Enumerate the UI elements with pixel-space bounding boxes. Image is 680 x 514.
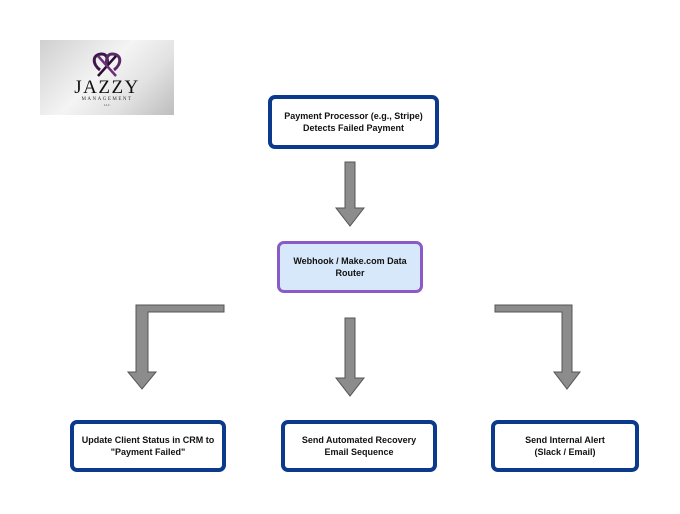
update-crm-node: Update Client Status in CRM to "Payment … (70, 420, 226, 472)
company-logo: JAZZY MANAGEMENT LLC (40, 40, 174, 115)
arrow-router-to-alert (494, 304, 582, 390)
logo-title: JAZZY (74, 77, 140, 98)
logo-emblem-icon (92, 52, 122, 77)
payment-processor-node: Payment Processor (e.g., Stripe) Detects… (268, 95, 439, 149)
internal-alert-label: Send Internal Alert (Slack / Email) (525, 434, 605, 457)
logo-suffix: LLC (103, 103, 111, 107)
internal-alert-node: Send Internal Alert (Slack / Email) (491, 420, 639, 472)
arrow-processor-to-router (334, 161, 366, 227)
payment-processor-label: Payment Processor (e.g., Stripe) Detects… (284, 110, 423, 133)
update-crm-label: Update Client Status in CRM to "Payment … (81, 434, 215, 457)
logo-subtitle: MANAGEMENT (81, 97, 133, 102)
recovery-email-label: Send Automated Recovery Email Sequence (301, 434, 417, 457)
arrow-router-to-crm (126, 304, 225, 390)
webhook-router-label: Webhook / Make.com Data Router (293, 255, 407, 278)
webhook-router-node: Webhook / Make.com Data Router (277, 241, 423, 293)
arrow-router-to-email (334, 317, 366, 397)
recovery-email-node: Send Automated Recovery Email Sequence (281, 420, 437, 472)
